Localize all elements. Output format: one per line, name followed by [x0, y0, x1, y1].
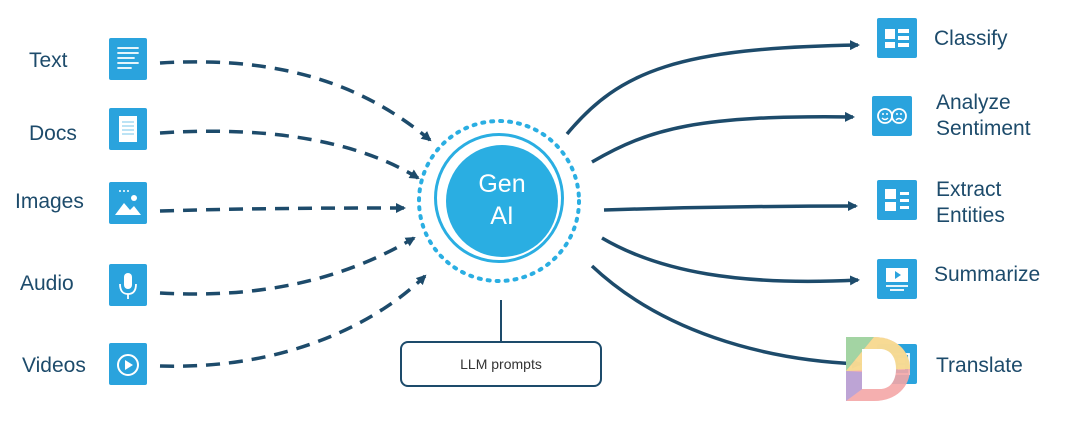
input-label-audio: Audio [20, 272, 74, 295]
gen-ai-core: Gen AI [446, 145, 558, 257]
input-label-videos: Videos [22, 354, 86, 377]
connector-sentiment [591, 111, 855, 164]
connector-translate [590, 264, 862, 369]
output-label-classify-line1: Classify [934, 27, 1008, 50]
connector-text [159, 60, 432, 142]
output-label-classify: Classify [934, 26, 1008, 52]
image-icon [109, 182, 147, 224]
sentiment-faces-icon [872, 96, 912, 136]
summary-presentation-icon [877, 259, 917, 299]
classify-icon [877, 18, 917, 58]
connector-images [159, 203, 406, 214]
watermark-logo-icon [846, 337, 910, 401]
output-label-summarize-line1: Summarize [934, 263, 1041, 286]
output-label-sentiment-line1: Analyze [936, 91, 1011, 114]
output-label-translate-line1: Translate [936, 354, 1023, 377]
text-document-icon [109, 38, 147, 80]
extract-entities-icon [877, 180, 917, 220]
connector-videos [159, 274, 427, 368]
core-line-1: Gen [478, 170, 526, 198]
core-ring [434, 133, 564, 263]
output-label-sentiment: Analyze Sentiment [936, 90, 1031, 142]
video-play-icon [109, 343, 147, 385]
core-dotted-halo [417, 119, 581, 283]
output-label-entities: Extract Entities [936, 177, 1005, 229]
input-label-docs: Docs [29, 122, 77, 145]
connector-audio [159, 236, 416, 296]
input-label-text: Text [29, 49, 68, 72]
connector-summarize [601, 236, 860, 286]
output-label-sentiment-line2: Sentiment [936, 117, 1031, 140]
llm-prompts-label: LLM prompts [460, 356, 542, 372]
connector-entities [603, 201, 858, 212]
output-label-entities-line2: Entities [936, 204, 1005, 227]
connector-docs [159, 129, 420, 180]
input-label-images: Images [15, 190, 84, 213]
llm-prompts-box: LLM prompts [400, 341, 602, 387]
output-label-translate: Translate [936, 353, 1023, 379]
output-label-entities-line1: Extract [936, 178, 1002, 201]
output-label-summarize: Summarize [934, 262, 1040, 288]
connector-classify [565, 40, 860, 136]
core-line-2: AI [490, 202, 514, 230]
docs-icon [109, 108, 147, 150]
microphone-icon [109, 264, 147, 306]
